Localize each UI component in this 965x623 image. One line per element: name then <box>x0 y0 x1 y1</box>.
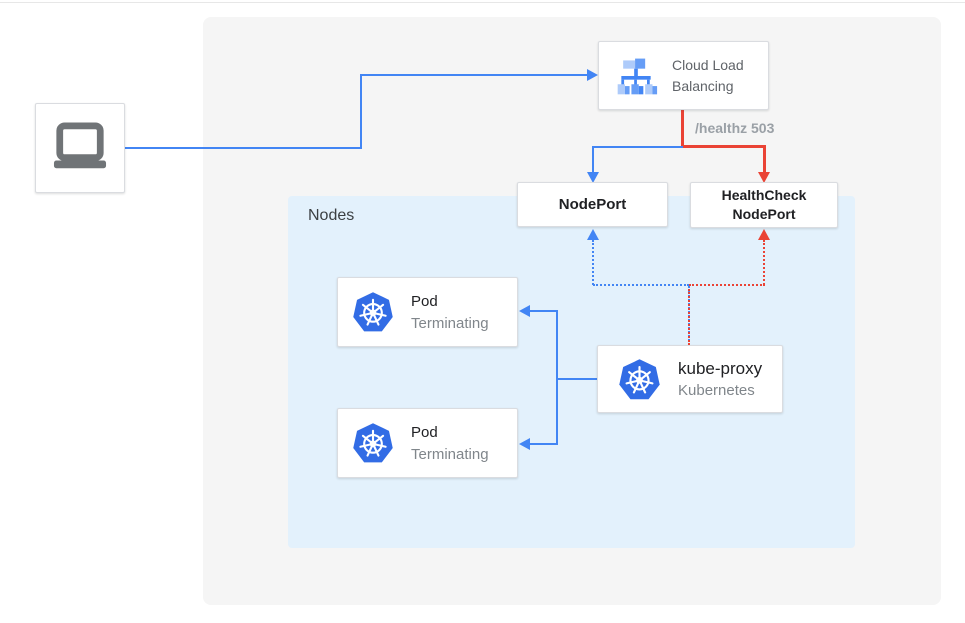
edge-kubeproxy-to-hcnp-vdot <box>763 240 765 285</box>
kubernetes-icon <box>618 358 661 401</box>
kubernetes-icon <box>352 422 394 464</box>
kube-proxy-title: kube-proxy <box>678 358 763 378</box>
kube-proxy-card: kube-proxy Kubernetes <box>597 345 783 413</box>
pod2-title: Pod <box>411 423 438 441</box>
load-balancer-icon <box>613 54 659 98</box>
cloud-load-balancing-card: Cloud Load Balancing <box>598 41 769 110</box>
healthcheck-nodeport-card: HealthCheck NodePort <box>690 182 838 228</box>
edge-kubeproxy-to-nodeport-vdot <box>592 240 594 285</box>
edge-to-pod2-h <box>529 443 558 445</box>
arrowhead-into-nodeport <box>587 172 599 183</box>
top-divider <box>0 2 965 3</box>
edge-kubeproxy-to-nodeport-hdot <box>593 284 689 286</box>
kube-proxy-subtitle: Kubernetes <box>678 381 755 399</box>
edge-kubeproxy-to-pods-v <box>556 310 558 445</box>
edge-client-to-clb-v <box>360 74 362 149</box>
pod1-card: Pod Terminating <box>337 277 518 347</box>
pod1-title: Pod <box>411 292 438 310</box>
edge-healthz-to-hcnp-v <box>763 145 766 174</box>
laptop-icon <box>49 121 111 175</box>
edge-to-pod1-h <box>529 310 558 312</box>
arrowhead-kubeproxy-to-hcnp <box>758 229 770 240</box>
edge-kubeproxy-stem-h <box>556 378 597 380</box>
healthcheck-nodeport-label: HealthCheck NodePort <box>721 187 807 222</box>
arrowhead-into-pod1 <box>519 305 530 317</box>
healthz-status-label: /healthz 503 <box>695 120 775 136</box>
arrowhead-into-hcnp <box>758 172 770 183</box>
clb-label: Cloud Load Balancing <box>672 56 744 94</box>
edge-clb-to-nodeport-v <box>592 146 594 174</box>
edge-kubeproxy-stem-red-dots <box>688 289 690 345</box>
client-card <box>35 103 125 193</box>
arrowhead-into-pod2 <box>519 438 530 450</box>
pod2-status: Terminating <box>411 445 489 463</box>
edge-clb-to-nodeport-h <box>592 146 683 148</box>
nodeport-label: NodePort <box>558 196 627 213</box>
pod2-card: Pod Terminating <box>337 408 518 478</box>
edge-clb-healthz-v <box>681 110 684 148</box>
edge-client-to-clb-h2 <box>360 74 587 76</box>
pod1-status: Terminating <box>411 314 489 332</box>
edge-client-to-clb-h1 <box>125 147 362 149</box>
arrowhead-kubeproxy-to-nodeport <box>587 229 599 240</box>
nodes-group-label: Nodes <box>308 207 355 224</box>
arrowhead-into-clb <box>587 69 598 81</box>
nodeport-card: NodePort <box>517 182 668 227</box>
kubernetes-icon <box>352 291 394 333</box>
edge-kubeproxy-to-hcnp-hdot <box>689 284 765 286</box>
edge-healthz-to-hcnp-h <box>681 145 766 148</box>
